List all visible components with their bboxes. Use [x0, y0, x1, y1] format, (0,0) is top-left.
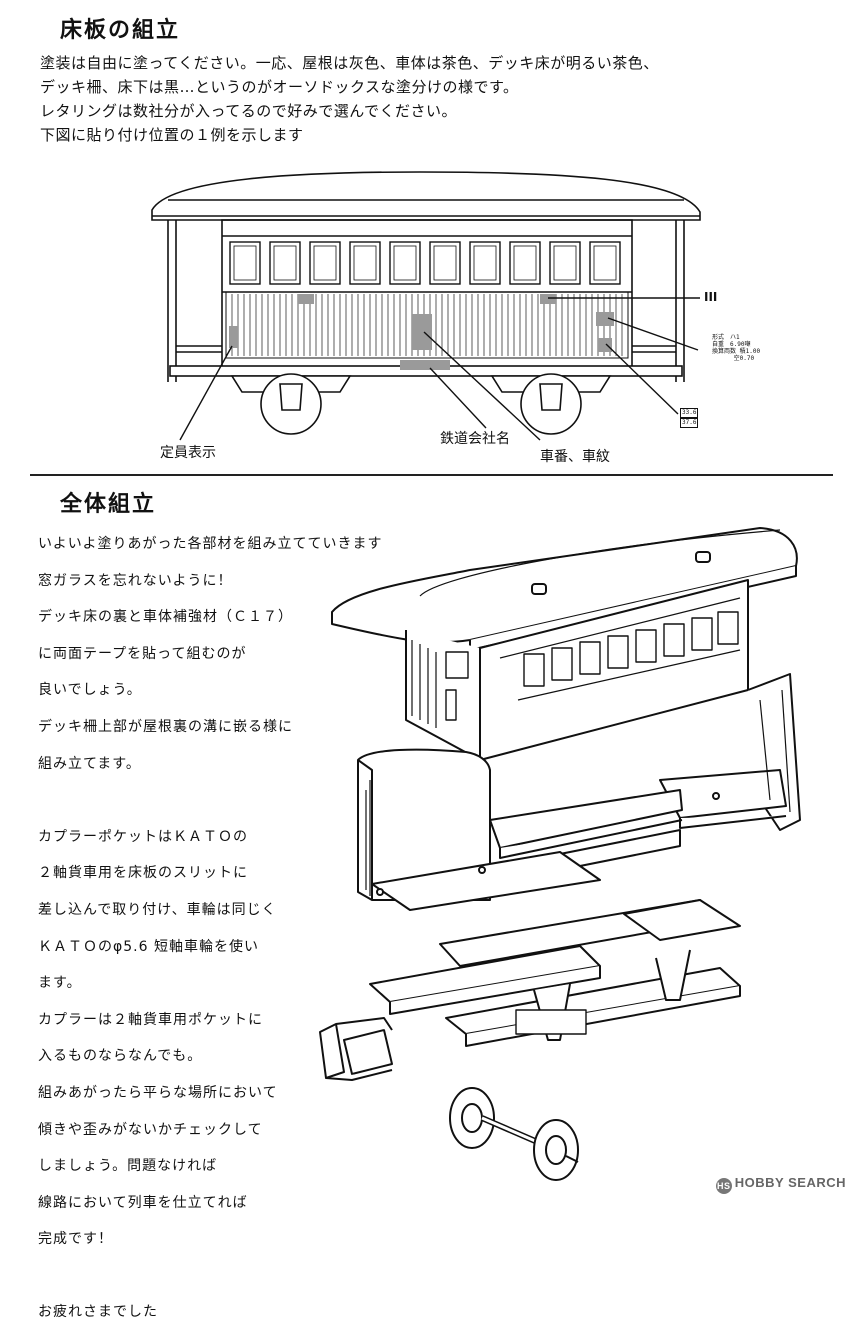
- section2-line: デッキ床の裏と車体補強材（Ｃ１７）: [38, 609, 293, 626]
- hobby-search-logo-icon: HS: [715, 1178, 732, 1194]
- section2-line: カプラーポケットはＫＡＴＯの: [38, 828, 248, 845]
- section-divider: [30, 474, 833, 476]
- label-company: 鉄道会社名: [440, 431, 510, 447]
- date-mark-2: 37.6: [680, 418, 699, 428]
- date-mark-1: 33.6: [680, 408, 699, 418]
- section2-line: 入るものならなんでも。: [38, 1048, 203, 1065]
- section2-line: カプラーは２軸貨車用ポケットに: [38, 1011, 263, 1028]
- watermark-text: HOBBY SEARCH: [734, 1175, 846, 1190]
- section2-line: 窓ガラスを忘れないように！: [38, 572, 233, 589]
- section2-line: 完成です！: [38, 1231, 113, 1248]
- section2-line: しましょう。問題なければ: [38, 1158, 218, 1175]
- class-mark-label: III: [704, 290, 718, 304]
- section1-title: 床板の組立: [60, 18, 181, 43]
- section1-line-3: レタリングは数社分が入ってるので好みで選んでください。: [40, 102, 458, 120]
- spec-line-3: 換算両数 積1.00: [712, 348, 761, 355]
- label-number: 車番、車紋: [540, 449, 610, 465]
- section2-line: 傾きや歪みがないかチェックして: [38, 1121, 263, 1138]
- section2-line: ＫＡＴＯのφ5.6 短軸車輪を使い: [38, 938, 259, 955]
- section2-title: 全体組立: [60, 492, 157, 517]
- section2-line: 組みあがったら平らな場所において: [38, 1084, 278, 1101]
- exploded-assembly-drawing: [319, 527, 801, 1181]
- coach-side-view-drawing: [151, 171, 701, 441]
- section2-line: デッキ柵上部が屋根裏の溝に嵌る様に: [38, 718, 293, 735]
- spec-line-4: 空0.70: [712, 355, 755, 362]
- section1-line-4: 下図に貼り付け位置の１例を示します: [40, 126, 304, 144]
- section2-line: [38, 1258, 382, 1295]
- spec-line-1: 形式 ハ1: [712, 334, 740, 341]
- section1-line-1: 塗装は自由に塗ってください。一応、屋根は灰色、車体は茶色、デッキ床が明るい茶色、: [40, 54, 659, 72]
- section2-line: に両面テープを貼って組むのが: [38, 645, 247, 662]
- section2-line: 組み立てます。: [38, 755, 141, 772]
- section2-line: 良いでしょう。: [38, 682, 142, 699]
- instruction-page: 床板の組立 塗装は自由に塗ってください。一応、屋根は灰色、車体は茶色、デッキ床が…: [30, 18, 846, 1320]
- spec-line-2: 自重 6.90噸: [712, 341, 751, 348]
- label-capacity: 定員表示: [160, 445, 216, 461]
- section2-line: お疲れさまでした: [38, 1304, 158, 1321]
- section1-line-2: デッキ柵、床下は黒…というのがオーソドックスな塗分けの様です。: [40, 78, 519, 96]
- section2-line: ２軸貨車用を床板のスリットに: [38, 865, 248, 882]
- section2-line: 差し込んで取り付け、車輪は同じく: [38, 901, 277, 918]
- section2-line: ます。: [38, 975, 82, 992]
- section2-line: いよいよ塗りあがった各部材を組み立てていきます: [38, 536, 383, 552]
